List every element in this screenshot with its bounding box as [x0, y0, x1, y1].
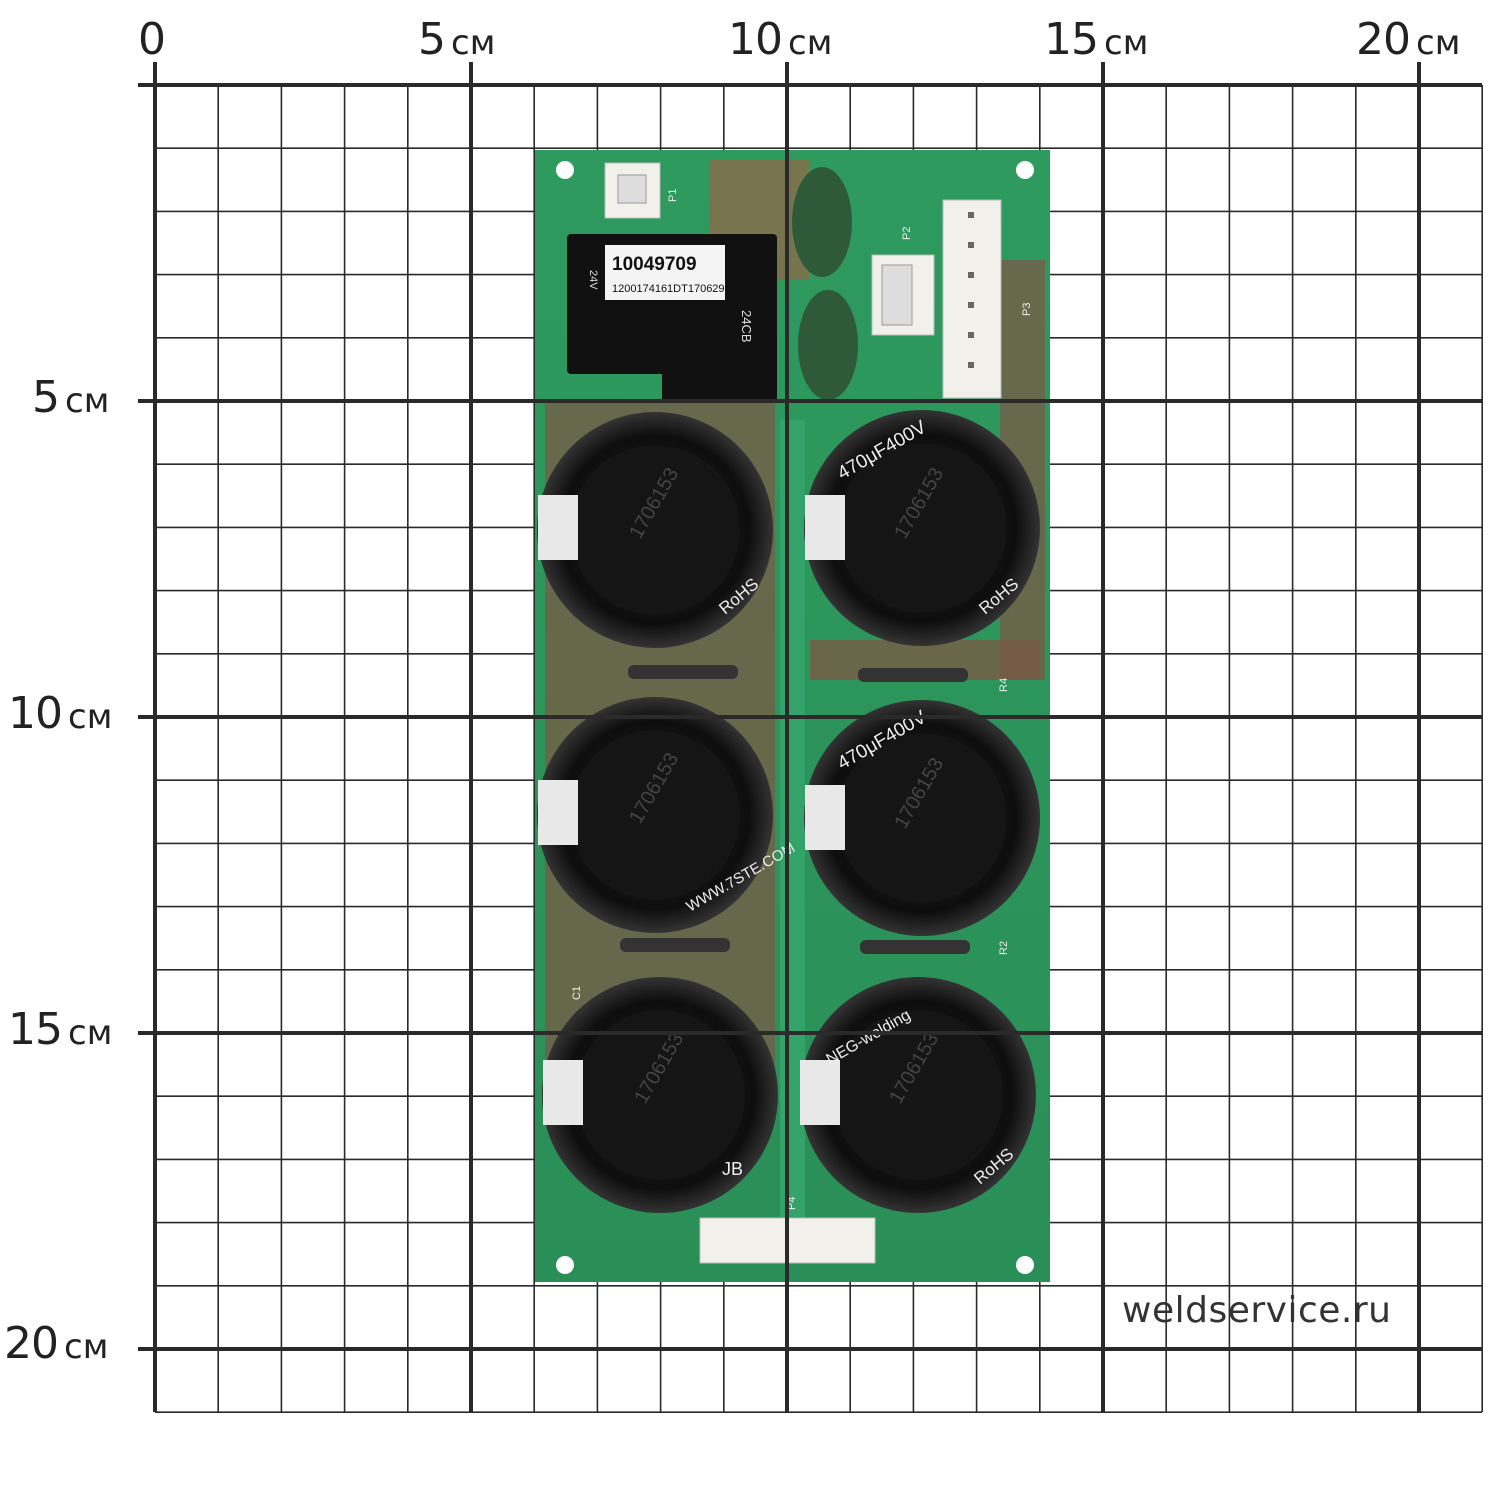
relay-model: 24CB [739, 310, 754, 343]
connector-p3-label: P3 [1021, 303, 1033, 316]
relay-serial: 1200174161DT170629D1 [612, 283, 739, 295]
capacitor: 1706153 NEG-welding RoHS [800, 977, 1036, 1213]
mounting-hole [556, 161, 574, 179]
resistor-r4-label: R4 [998, 678, 1010, 692]
resistor [620, 938, 730, 952]
resistor [858, 668, 968, 682]
capacitor-c1-label: C1 [571, 986, 583, 1000]
resistor [860, 940, 970, 954]
capacitor: 1706153 470μF400V [804, 700, 1040, 936]
relay-voltage: 24V [587, 270, 599, 290]
connector-p3 [942, 199, 1002, 399]
relay-label-sticker [605, 245, 725, 300]
x-axis-label: 0 [138, 14, 166, 65]
resistor [628, 665, 738, 679]
capacitor-jb: JB [722, 1159, 743, 1179]
capacitor: 1706153 470μF400V RoHS [804, 410, 1040, 646]
capacitor: 1706153 RoHS [537, 412, 773, 648]
varistor [792, 167, 852, 277]
mounting-hole [556, 1256, 574, 1274]
mounting-hole [1016, 161, 1034, 179]
capacitor: 1706153 WWW.7STE.COM [537, 697, 798, 933]
relay-base [662, 360, 777, 402]
varistor [798, 290, 858, 400]
mounting-hole [1016, 1256, 1034, 1274]
major-grid-lines [138, 62, 1482, 1412]
connector-p2-label: P2 [901, 227, 913, 240]
watermark: weldservice.ru [1122, 1290, 1392, 1331]
connector-p1-label: P1 [667, 189, 679, 202]
resistor-r2-label: R2 [998, 941, 1010, 955]
capacitor: 1706153 JB [542, 977, 778, 1213]
relay-part-number: 10049709 [612, 254, 697, 275]
